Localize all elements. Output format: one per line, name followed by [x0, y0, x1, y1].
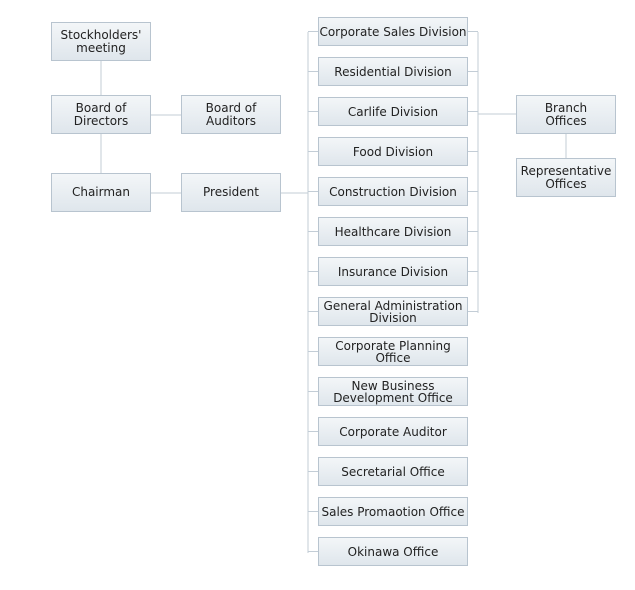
unit-box[interactable]: Healthcare Division	[318, 217, 468, 246]
board-of-auditors-box[interactable]: Board of Auditors	[181, 95, 281, 134]
chairman-box[interactable]: Chairman	[51, 173, 151, 212]
unit-box[interactable]: Construction Division	[318, 177, 468, 206]
representative-offices-box[interactable]: Representative Offices	[516, 158, 616, 197]
unit-box[interactable]: General Administration Division	[318, 297, 468, 326]
unit-box[interactable]: Food Division	[318, 137, 468, 166]
unit-box[interactable]: New Business Development Office	[318, 377, 468, 406]
branch-offices-box[interactable]: Branch Offices	[516, 95, 616, 134]
unit-box[interactable]: Carlife Division	[318, 97, 468, 126]
unit-box[interactable]: Sales Promaotion Office	[318, 497, 468, 526]
stockholders-meeting-box[interactable]: Stockholders' meeting	[51, 22, 151, 61]
unit-box[interactable]: Insurance Division	[318, 257, 468, 286]
board-of-directors-box[interactable]: Board of Directors	[51, 95, 151, 134]
unit-box[interactable]: Secretarial Office	[318, 457, 468, 486]
unit-box[interactable]: Corporate Planning Office	[318, 337, 468, 366]
unit-box[interactable]: Okinawa Office	[318, 537, 468, 566]
unit-box[interactable]: Corporate Sales Division	[318, 17, 468, 46]
unit-box[interactable]: Corporate Auditor	[318, 417, 468, 446]
president-box[interactable]: President	[181, 173, 281, 212]
unit-box[interactable]: Residential Division	[318, 57, 468, 86]
